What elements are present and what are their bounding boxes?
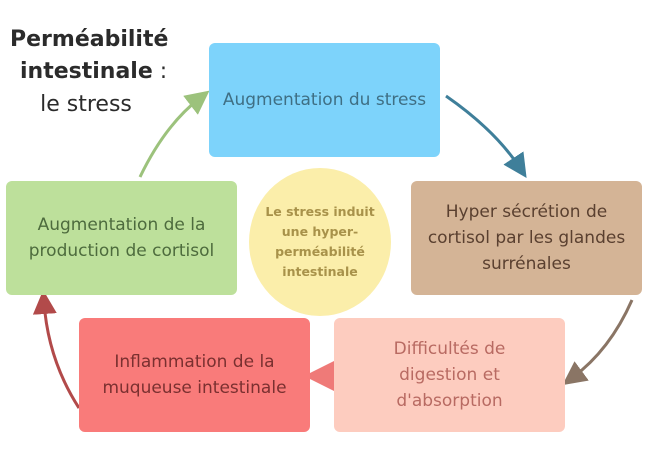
step-text: Difficultés de digestion et d'absorption [393,339,506,411]
center-text: Le stress induit une hyper-perméabilité … [265,204,375,279]
title-line-2: intestinale : [20,59,168,84]
step-text: Hyper sécrétion de cortisol par les glan… [427,202,626,274]
step-cortisol: Augmentation de la production de cortiso… [6,181,237,295]
step-inflammation: Inflammation de la muqueuse intestinale [79,318,310,432]
title-line-3: le stress [40,92,132,117]
arrow-cortisol-to-stress [138,90,210,178]
diagram-title: Perméabilité intestinale : le stress [6,24,176,122]
arrow-hypersecretion-to-digestion [562,299,634,386]
step-text: Inflammation de la muqueuse intestinale [102,352,287,398]
title-line-1: Perméabilité [10,27,169,52]
step-text: Augmentation de la production de cortiso… [28,215,215,261]
center-circle: Le stress induit une hyper-perméabilité … [249,168,391,316]
step-digestion: Difficultés de digestion et d'absorption [334,318,565,432]
arrow-inflammation-to-cortisol [32,290,81,409]
step-text: Augmentation du stress [222,90,427,110]
step-hypersecretion: Hyper sécrétion de cortisol par les glan… [411,181,642,295]
arrow-stress-to-hypersecretion [445,94,527,179]
step-stress: Augmentation du stress [209,43,440,157]
